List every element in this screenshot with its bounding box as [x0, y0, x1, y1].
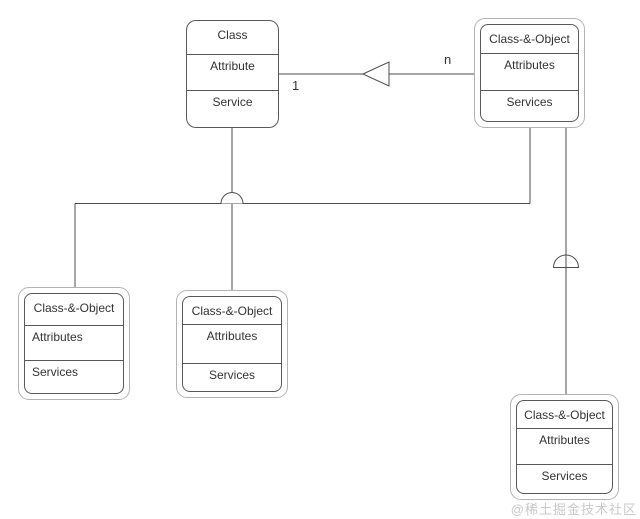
class-object-box-bottom-center: Class-&-Object Attributes Services — [176, 290, 288, 398]
whole-part-semicircle-icon — [552, 254, 580, 268]
box-services: Services — [183, 363, 281, 391]
class-box: Class Attribute Service — [186, 20, 279, 128]
box-title: Class-&-Object — [33, 301, 115, 315]
box-attributes: Attributes — [25, 325, 123, 360]
class-box-attributes: Attribute — [187, 54, 278, 90]
box-title: Class-&-Object — [489, 32, 570, 46]
class-object-box-bottom-right: Class-&-Object Attributes Services — [510, 394, 619, 500]
box-services: Services — [481, 90, 578, 121]
multiplicity-label-n: n — [444, 52, 452, 67]
gen-spec-semicircle-icon — [220, 192, 244, 204]
box-services: Services — [25, 360, 123, 393]
class-object-box-top-right: Class-&-Object Attributes Services — [474, 18, 585, 128]
box-attributes: Attributes — [481, 53, 578, 90]
box-attributes: Attributes — [183, 324, 281, 363]
class-box-title: Class — [217, 28, 248, 42]
class-box-services: Service — [187, 90, 278, 127]
box-title: Class-&-Object — [191, 304, 273, 318]
box-services: Services — [517, 464, 612, 493]
box-title: Class-&-Object — [524, 408, 605, 422]
multiplicity-label-one: 1 — [292, 78, 300, 93]
watermark-text: @稀土掘金技术社区 — [510, 502, 637, 517]
class-object-box-bottom-left: Class-&-Object Attributes Services — [18, 287, 130, 400]
box-attributes: Attributes — [517, 428, 612, 464]
inheritance-triangle-icon — [361, 61, 390, 87]
